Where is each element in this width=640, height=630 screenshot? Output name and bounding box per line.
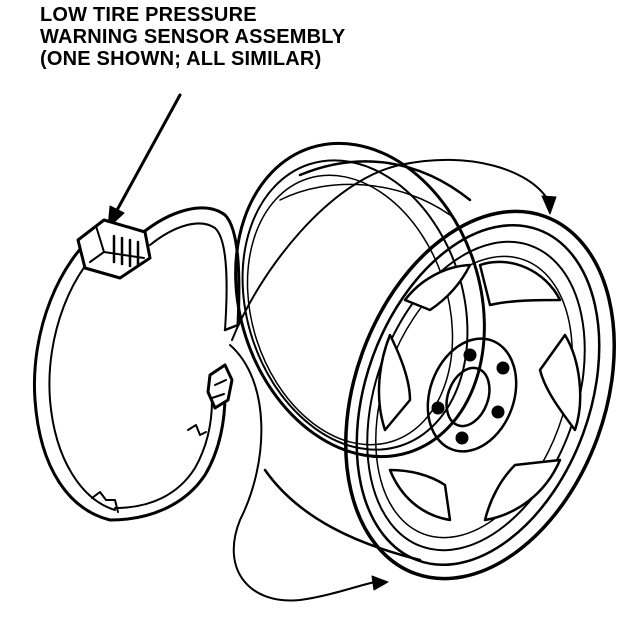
lug-hole-1 <box>463 348 477 362</box>
sensor-ribs <box>112 234 140 268</box>
wheel <box>234 141 616 581</box>
band-clasp <box>206 363 234 410</box>
callout-line-3: (ONE SHOWN; ALL SIMILAR) <box>40 48 322 70</box>
lug-hole-5 <box>431 401 445 415</box>
sensor-band <box>32 206 241 522</box>
wheel-front-rim <box>344 209 616 581</box>
callout-line-2: WARNING SENSOR ASSEMBLY <box>40 26 346 48</box>
lug-hole-3 <box>491 405 505 419</box>
install-arrow-lower <box>229 344 389 602</box>
install-arrow-upper <box>231 158 557 341</box>
wheel-spoke-windows <box>377 260 582 522</box>
leader-arrow <box>107 93 182 229</box>
callout-label: LOW TIRE PRESSURE WARNING SENSOR ASSEMBL… <box>40 4 345 70</box>
callout-line-1: LOW TIRE PRESSURE <box>40 4 257 26</box>
lug-hole-4 <box>455 431 469 445</box>
wheel-hub <box>426 337 518 453</box>
lug-hole-2 <box>496 361 510 375</box>
sensor-housing <box>76 218 152 280</box>
wheel-rear-rim <box>234 141 486 459</box>
